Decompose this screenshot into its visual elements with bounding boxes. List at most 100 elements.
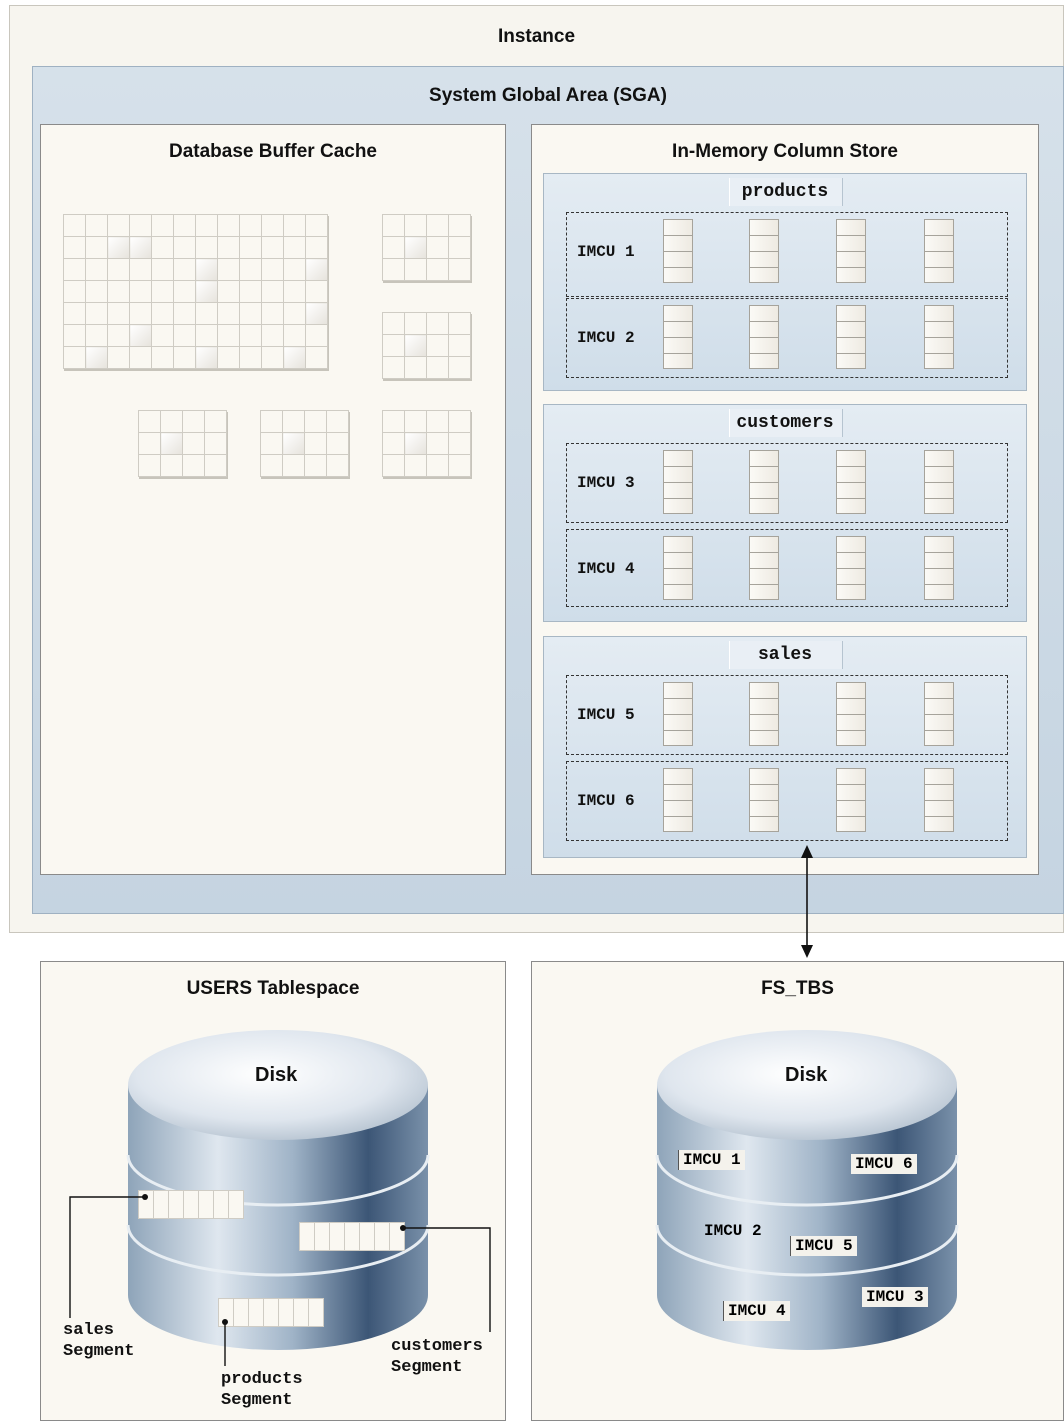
- buffer-block: [426, 356, 449, 379]
- buffer-block: [129, 236, 152, 259]
- buffer-block: [260, 432, 283, 455]
- column-segment: [836, 784, 866, 800]
- column-segment: [663, 337, 693, 353]
- column-segment: [749, 816, 779, 832]
- column-vector: [836, 450, 866, 514]
- buffer-block: [173, 214, 196, 237]
- buffer-block: [129, 280, 152, 303]
- buffer-block: [217, 302, 240, 325]
- buffer-block: [182, 454, 205, 477]
- column-segment: [836, 251, 866, 267]
- buffer-block: [151, 236, 174, 259]
- column-segment: [663, 450, 693, 466]
- buffer-block: [151, 258, 174, 281]
- column-segment: [749, 714, 779, 730]
- users-tablespace-title: USERS Tablespace: [186, 978, 360, 999]
- buffer-block: [63, 214, 86, 237]
- column-segment: [836, 337, 866, 353]
- column-segment: [924, 816, 954, 832]
- buffer-block: [151, 324, 174, 347]
- column-vector: [749, 219, 779, 283]
- buffer-block: [305, 280, 328, 303]
- buffer-block: [382, 410, 405, 433]
- buffer-block: [448, 432, 471, 455]
- table-tab: [729, 178, 843, 206]
- buffer-block: [85, 346, 108, 369]
- buffer-block: [239, 280, 262, 303]
- buffer-block: [426, 214, 449, 237]
- buffer-block: [85, 214, 108, 237]
- column-segment: [836, 267, 866, 283]
- buffer-block: [217, 214, 240, 237]
- column-segment: [663, 235, 693, 251]
- buffer-block: [129, 302, 152, 325]
- column-segment: [836, 466, 866, 482]
- disk-imcu-label: IMCU 4: [723, 1301, 790, 1321]
- buffer-block: [107, 324, 130, 347]
- table-name-customers: customers: [736, 413, 834, 433]
- buffer-block: [261, 236, 284, 259]
- buffer-block: [382, 214, 405, 237]
- buffer-block: [204, 432, 227, 455]
- buffer-block: [173, 302, 196, 325]
- buffer-block: [261, 324, 284, 347]
- column-segment: [663, 498, 693, 514]
- buffer-block: [195, 280, 218, 303]
- buffer-block: [195, 214, 218, 237]
- column-segment: [663, 784, 693, 800]
- buffer-block: [448, 356, 471, 379]
- column-segment: [663, 698, 693, 714]
- buffer-block: [63, 236, 86, 259]
- sga-title: System Global Area (SGA): [429, 85, 667, 106]
- buffer-block: [305, 258, 328, 281]
- column-segment: [749, 219, 779, 235]
- column-segment: [836, 584, 866, 600]
- column-vector: [663, 305, 693, 369]
- buffer-block: [129, 346, 152, 369]
- column-segment: [924, 714, 954, 730]
- buffer-block: [404, 258, 427, 281]
- column-vector: [749, 768, 779, 832]
- products-segment-blocks: [218, 1298, 324, 1327]
- buffer-block: [305, 236, 328, 259]
- column-segment: [836, 219, 866, 235]
- buffer-block: [382, 236, 405, 259]
- buffer-block: [217, 258, 240, 281]
- column-segment: [749, 337, 779, 353]
- products-segment-label: products Segment: [221, 1369, 303, 1411]
- buffer-block: [382, 312, 405, 335]
- imcu-label: IMCU 6: [577, 792, 635, 810]
- column-segment: [836, 482, 866, 498]
- buffer-block: [382, 258, 405, 281]
- buffer-block: [326, 454, 349, 477]
- column-segment: [749, 235, 779, 251]
- buffer-block: [261, 258, 284, 281]
- buffer-block: [282, 410, 305, 433]
- column-vector: [663, 682, 693, 746]
- buffer-block: [239, 214, 262, 237]
- column-segment: [924, 698, 954, 714]
- column-segment: [663, 466, 693, 482]
- column-segment: [749, 730, 779, 746]
- imcu-block: IMCU 2: [566, 298, 1008, 378]
- buffer-block: [107, 214, 130, 237]
- imcu-block: IMCU 6: [566, 761, 1008, 841]
- buffer-block: [173, 236, 196, 259]
- sales-segment-blocks: [138, 1190, 244, 1219]
- disk-imcu-label: IMCU 3: [862, 1287, 928, 1307]
- instance-title: Instance: [497, 26, 576, 47]
- column-segment: [663, 584, 693, 600]
- buffer-block: [426, 258, 449, 281]
- imcu-block: IMCU 3: [566, 443, 1008, 523]
- products-table-area: products IMCU 1 IMCU 2: [543, 173, 1027, 391]
- column-vector: [924, 682, 954, 746]
- buffer-block: [151, 302, 174, 325]
- buffer-block: [304, 410, 327, 433]
- column-vector: [924, 768, 954, 832]
- buffer-block: [260, 410, 283, 433]
- column-segment: [924, 584, 954, 600]
- buffer-block: [217, 346, 240, 369]
- buffer-block: [173, 280, 196, 303]
- buffer-block: [129, 214, 152, 237]
- column-segment: [836, 730, 866, 746]
